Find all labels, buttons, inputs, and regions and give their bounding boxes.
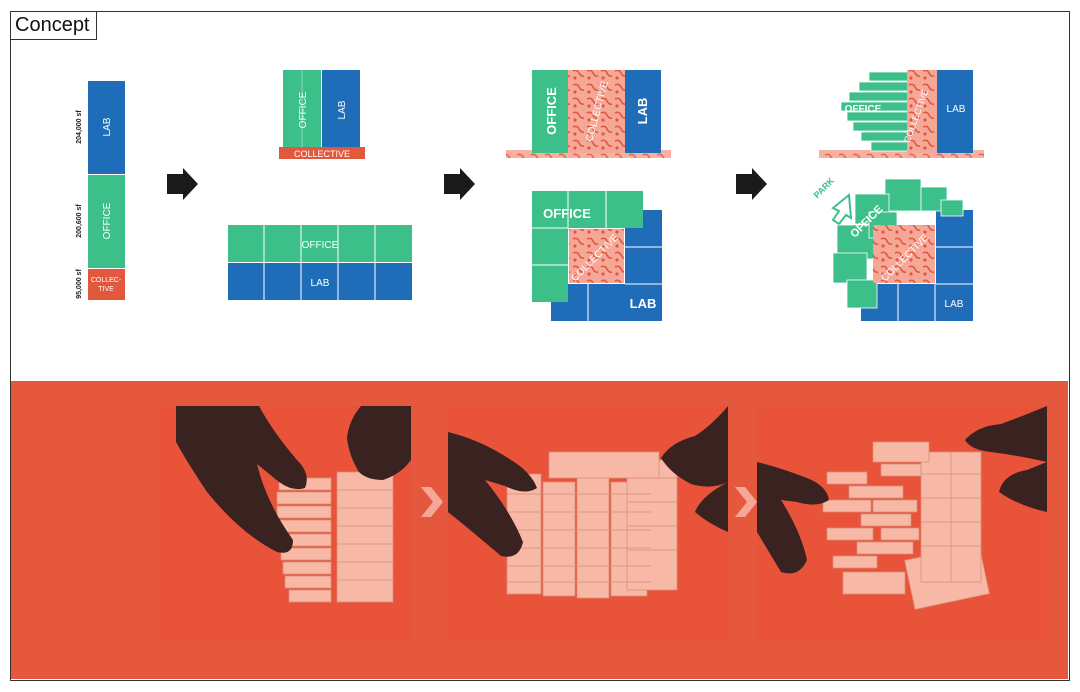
stage4-office-label: OFFICE	[845, 104, 882, 115]
arrow-right-icon	[167, 168, 198, 200]
chevron-right-icon	[735, 487, 757, 517]
chevron-right-icon	[421, 487, 443, 517]
stage2-section: OFFICE LAB COLLECTIVE	[279, 70, 365, 159]
stage3-lab-block	[625, 70, 661, 153]
stage3-plan-office-label: OFFICE	[543, 206, 591, 221]
stage2-plan-lab-label: LAB	[311, 278, 330, 289]
stage3-plan-lab-label: LAB	[630, 296, 657, 311]
stage2-plan: OFFICE LAB	[228, 225, 412, 300]
stage4-plan-collective	[873, 225, 935, 283]
stage3-section: OFFICE COLLECTIVE LAB	[506, 70, 671, 158]
stage4-lab-block	[937, 70, 973, 153]
stage4-collective-block	[907, 70, 937, 153]
stage4-park-label: PARK	[812, 175, 837, 200]
park-arrow-icon	[831, 193, 853, 226]
stage1-office-block	[88, 175, 125, 268]
stage3-lab-label: LAB	[635, 98, 650, 125]
model-photo-strip	[11, 381, 1068, 679]
stage1-collective-label-2: TIVE	[98, 286, 114, 293]
stage2-collective-label: COLLECTIVE	[294, 149, 350, 159]
stage1-collective-sf: 95,000 sf	[76, 269, 83, 299]
stage1-office-sf: 200,600 sf	[76, 204, 83, 238]
stage2-plan-office-label: OFFICE	[302, 240, 339, 251]
stage4-plan: PARK OFFICE	[812, 175, 973, 321]
stage1-lab-sf: 204,000 sf	[76, 110, 83, 144]
stage2-collective-base	[279, 147, 365, 159]
concept-diagram: LAB OFFICE COLLEC- TIVE 204,000 sf 200,6…	[11, 70, 1068, 679]
stage1-program-stack: LAB OFFICE COLLEC- TIVE 204,000 sf 200,6…	[76, 81, 125, 300]
stage4-plan-lab-label: LAB	[945, 299, 964, 310]
stage2-lab-label: LAB	[337, 100, 348, 119]
stage2-plan-lab	[228, 263, 412, 300]
stage2-plan-office	[228, 225, 412, 262]
stage1-collective-block	[88, 269, 125, 300]
arrow-right-icon	[736, 168, 767, 200]
page-title: Concept	[11, 12, 97, 40]
stage3-office-block	[532, 70, 568, 153]
model-photo-3	[757, 406, 1047, 642]
stage1-collective-label-1: COLLEC-	[91, 277, 122, 284]
stage3-plan: OFFICE COLLECTIVE LAB	[532, 191, 662, 321]
concept-frame: Concept LAB OFFICE COLLEC- TIVE 204,000 …	[10, 11, 1070, 681]
model-photo-1	[159, 406, 411, 642]
stage4-lab-label: LAB	[947, 104, 966, 115]
stage1-office-label: OFFICE	[102, 202, 113, 239]
stage1-lab-label: LAB	[102, 117, 113, 136]
stage2-office-label: OFFICE	[298, 91, 309, 128]
stage4-section: OFFICE COLLECTIVE LAB	[819, 70, 984, 158]
model-photo-2	[448, 406, 728, 642]
arrow-right-icon	[444, 168, 475, 200]
stage3-office-label: OFFICE	[544, 87, 559, 135]
stage2-lab-block	[322, 70, 360, 149]
stage3-plan-collective	[569, 229, 624, 283]
stage3-collective-block	[568, 70, 625, 153]
stage1-lab-block	[88, 81, 125, 174]
